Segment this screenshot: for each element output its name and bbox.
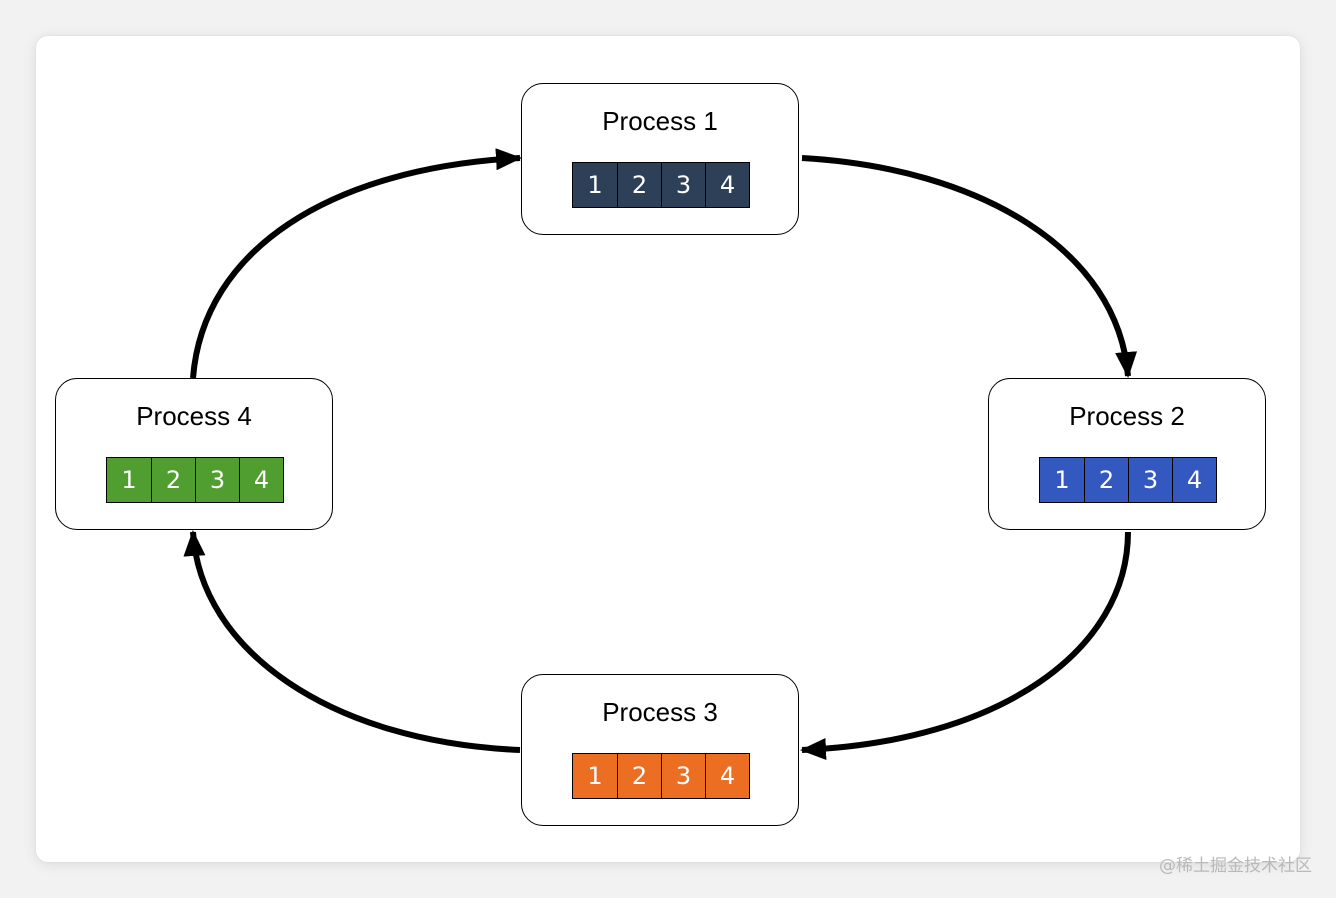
process-3-cell: 1	[573, 754, 617, 798]
process-4-cell: 1	[107, 458, 151, 502]
process-1-cell: 3	[661, 163, 705, 207]
process-2-cell: 4	[1172, 458, 1216, 502]
process-1-node: Process 1 1 2 3 4	[521, 83, 799, 235]
process-3-node: Process 3 1 2 3 4	[521, 674, 799, 826]
process-1-cell: 2	[617, 163, 661, 207]
process-3-cell: 2	[617, 754, 661, 798]
watermark-text: @稀土掘金技术社区	[1159, 856, 1312, 876]
process-2-node: Process 2 1 2 3 4	[988, 378, 1266, 530]
process-4-cell: 2	[151, 458, 195, 502]
process-2-cells: 1 2 3 4	[1039, 457, 1217, 503]
process-2-cell: 1	[1040, 458, 1084, 502]
arrow-process2-to-process3	[800, 531, 1131, 761]
arrow-process3-to-process4	[183, 530, 521, 753]
process-1-title: Process 1	[602, 106, 718, 136]
process-3-cell: 4	[705, 754, 749, 798]
process-1-cell: 1	[573, 163, 617, 207]
arrow-process4-to-process1	[190, 148, 522, 379]
process-2-title: Process 2	[1069, 401, 1185, 431]
process-3-cells: 1 2 3 4	[572, 753, 750, 799]
process-3-cell: 3	[661, 754, 705, 798]
process-1-cells: 1 2 3 4	[572, 162, 750, 208]
process-2-cell: 2	[1084, 458, 1128, 502]
process-4-cell: 4	[239, 458, 283, 502]
process-4-cells: 1 2 3 4	[106, 457, 284, 503]
process-1-cell: 4	[705, 163, 749, 207]
arrow-process1-to-process2	[801, 155, 1138, 378]
process-3-title: Process 3	[602, 697, 718, 727]
process-4-cell: 3	[195, 458, 239, 502]
process-4-node: Process 4 1 2 3 4	[55, 378, 333, 530]
process-4-title: Process 4	[136, 401, 252, 431]
process-2-cell: 3	[1128, 458, 1172, 502]
